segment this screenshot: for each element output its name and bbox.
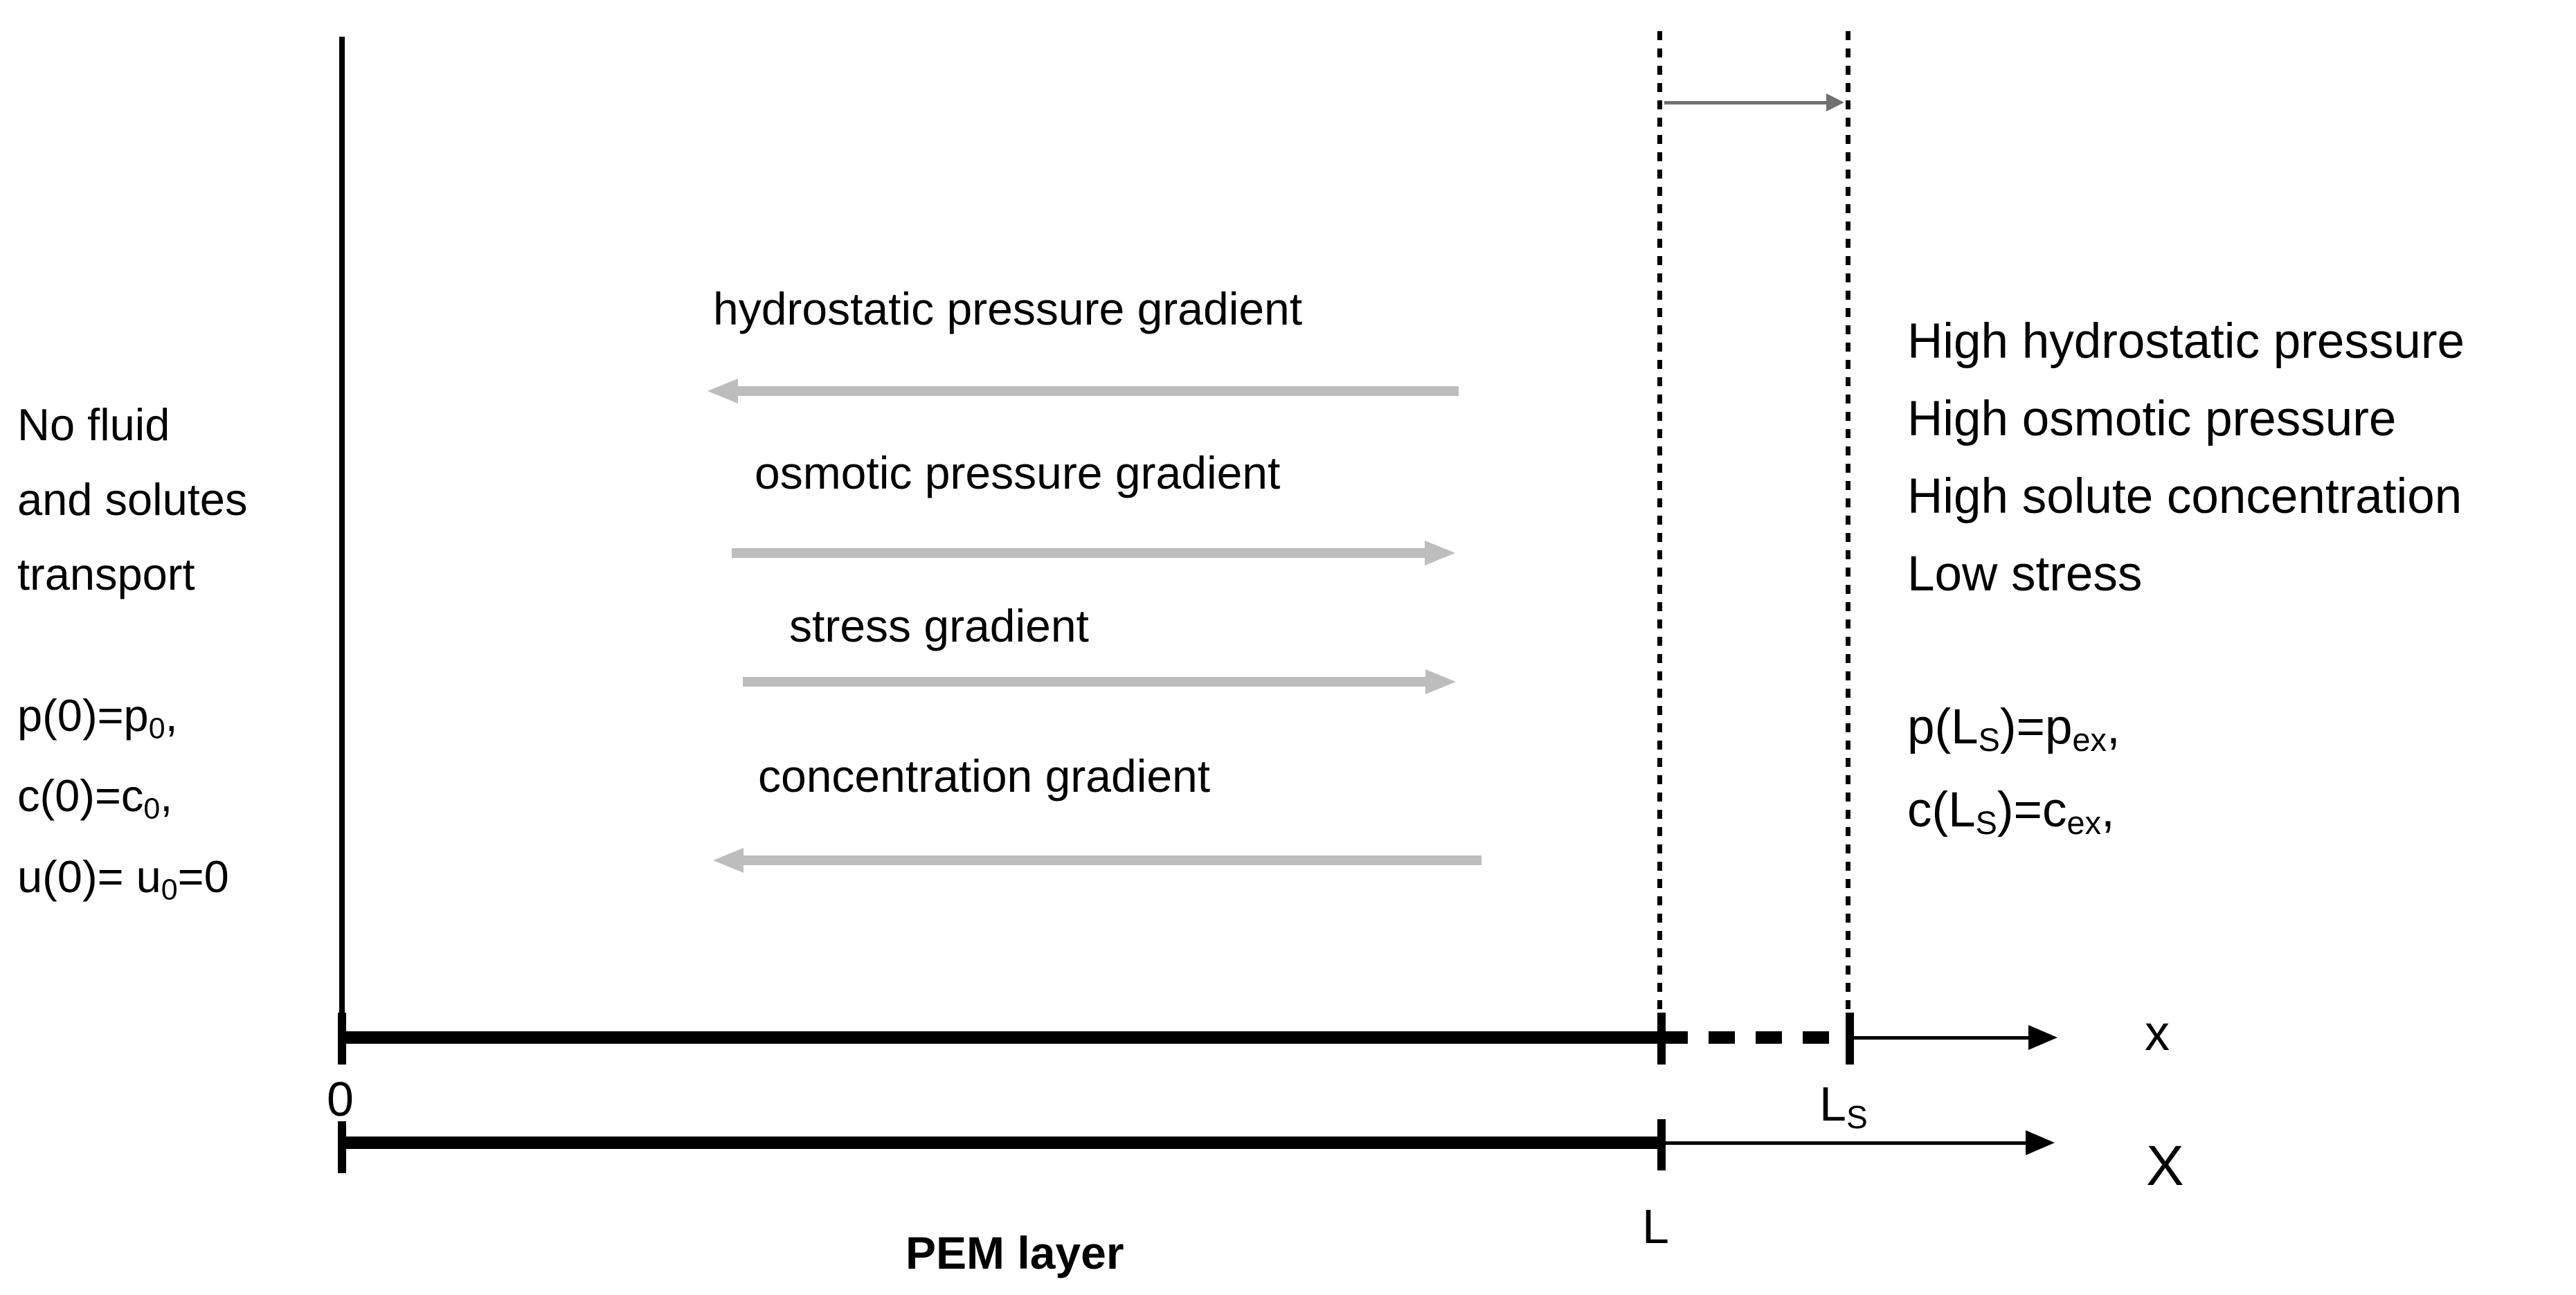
x-axis-tick-0 — [338, 1013, 346, 1065]
description-line: High osmotic pressure — [1907, 392, 2397, 446]
boundary-condition: p(0)=p0, — [17, 690, 178, 745]
x-axis-extension-line — [1850, 1036, 2031, 1040]
boundary-condition: c(LS)=cex, — [1907, 783, 2115, 842]
description-line: No fluid — [17, 399, 170, 450]
left-boundary-line — [339, 37, 345, 1013]
x-axis-arrowhead-icon — [2028, 1025, 2057, 1050]
swollen-region-range-arrow-icon — [1664, 93, 1844, 111]
x-axis-label: x — [2145, 1006, 2170, 1061]
boundary-condition: p(LS)=pex, — [1907, 700, 2120, 759]
x-axis-tick-L — [1657, 1013, 1666, 1065]
right-boundary-conditions: p(LS)=pex, c(LS)=cex, — [1907, 692, 2120, 858]
left-boundary-conditions: p(0)=p0, c(0)=c0, u(0)= u0=0 — [17, 682, 229, 923]
description-line: Low stress — [1907, 547, 2143, 601]
description-line: High hydrostatic pressure — [1907, 314, 2465, 369]
dashed-line-Ls — [1846, 31, 1850, 1013]
material-axis-tick-0 — [338, 1121, 346, 1173]
right-region-description: High hydrostatic pressure High osmotic p… — [1907, 303, 2465, 613]
arrow-left-icon — [708, 379, 1459, 404]
gradient-label-stress: stress gradient — [789, 600, 1089, 651]
material-axis-extension-line — [1661, 1141, 2027, 1145]
gradient-label-osmotic: osmotic pressure gradient — [755, 447, 1281, 498]
material-axis-L-label: L — [1642, 1199, 1669, 1253]
left-region-description: No fluid and solutes transport — [17, 388, 247, 612]
x-axis-Ls-label: LS — [1819, 1077, 1868, 1136]
gradient-label-concentration: concentration gradient — [758, 750, 1211, 802]
x-axis-origin-label: 0 — [327, 1072, 354, 1126]
material-axis-tick-L — [1657, 1119, 1666, 1170]
material-axis-label: X — [2146, 1134, 2184, 1197]
arrow-left-icon — [713, 848, 1481, 873]
dashed-line-L — [1657, 31, 1662, 1013]
pem-layer-label: PEM layer — [906, 1227, 1124, 1278]
material-axis-solid-segment — [342, 1136, 1661, 1149]
arrow-right-icon — [732, 541, 1455, 565]
description-line: High solute concentration — [1907, 469, 2462, 524]
material-axis-arrowhead-icon — [2026, 1130, 2055, 1155]
description-line: and solutes — [17, 474, 248, 525]
description-line: transport — [17, 549, 195, 599]
boundary-condition: u(0)= u0=0 — [17, 851, 229, 906]
boundary-condition: c(0)=c0, — [17, 770, 173, 826]
x-axis-solid-segment — [342, 1031, 1661, 1044]
gradient-label-hydrostatic: hydrostatic pressure gradient — [713, 283, 1303, 334]
x-axis-tick-Ls — [1846, 1013, 1854, 1065]
arrow-right-icon — [743, 669, 1456, 694]
x-axis-dashed-segment — [1661, 1031, 1850, 1044]
